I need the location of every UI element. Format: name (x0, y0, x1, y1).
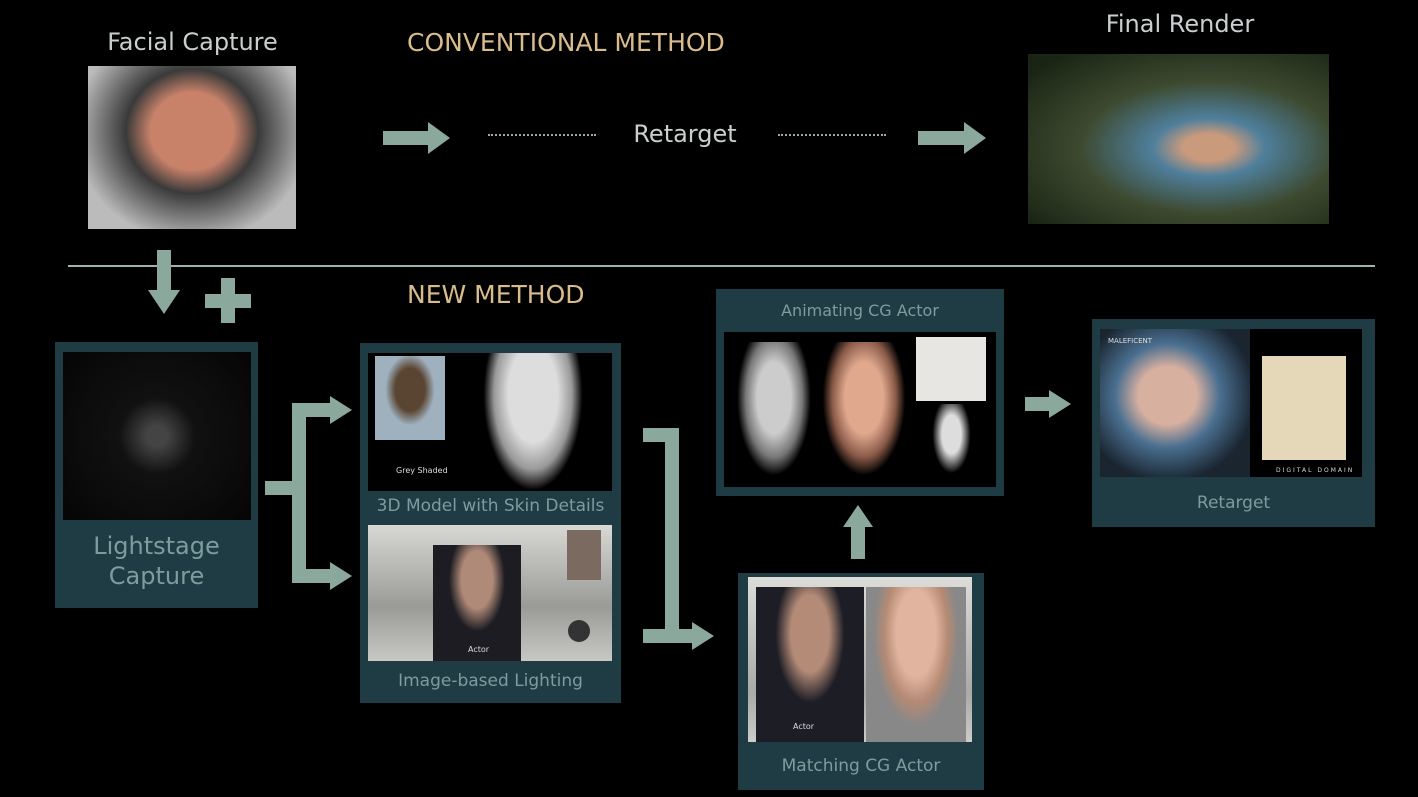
conventional-method-heading: CONVENTIONAL METHOD (407, 28, 725, 57)
arrow-head-icon (330, 562, 352, 590)
final-render-image (1028, 54, 1329, 224)
facial-capture-image (88, 66, 296, 229)
arrow-down-icon (157, 250, 171, 292)
dotted-line (778, 134, 886, 136)
dotted-line (488, 134, 596, 136)
bracket-bottom (292, 569, 332, 583)
matching-label: Matching CG Actor (781, 756, 941, 776)
ibl-label: Image-based Lighting (398, 671, 583, 691)
model-ibl-panel: Grey Shaded 3D Model with Skin Details A… (360, 343, 621, 703)
facial-capture-title: Facial Capture (107, 28, 278, 56)
arrow-up-icon (851, 525, 865, 559)
bracket-vertical (292, 403, 306, 583)
retarget-image: MALEFICENT DIGITAL DOMAIN (1100, 329, 1362, 477)
lightstage-panel: Lightstage Capture (55, 342, 258, 608)
chrome-sphere (568, 620, 590, 642)
arrow-head-icon (964, 122, 986, 154)
lightstage-label-line1: Lightstage (93, 532, 220, 560)
bracket-top (292, 403, 332, 417)
actor-label: Actor (468, 645, 490, 654)
face-marker-chart (1262, 356, 1346, 460)
grey-shaded-label: Grey Shaded (396, 466, 448, 475)
actor-label: Actor (793, 722, 815, 731)
animating-panel: Animating CG Actor (716, 289, 1004, 496)
arrow-head-icon (843, 505, 873, 527)
film-logo: MALEFICENT (1108, 337, 1153, 345)
face-chart (916, 337, 986, 401)
ibl-image: Actor (368, 525, 612, 661)
character-render (1100, 329, 1250, 477)
plus-icon-bar (205, 294, 251, 308)
arrow-right-icon (1025, 397, 1050, 411)
conventional-retarget-label: Retarget (633, 120, 737, 148)
actor-figure (433, 545, 521, 661)
animating-image (724, 332, 996, 487)
3d-model-label: 3D Model with Skin Details (376, 496, 605, 516)
animating-label: Animating CG Actor (781, 301, 939, 320)
final-render-title: Final Render (1105, 10, 1255, 38)
actor-inset (567, 530, 601, 580)
lightstage-label-line2: Capture (108, 562, 205, 590)
matching-panel: Actor Matching CG Actor (738, 573, 984, 790)
arrow-right-icon (383, 131, 428, 145)
grey-head (734, 342, 814, 482)
grey-head-render (483, 353, 583, 491)
actor-photo (756, 587, 864, 742)
lightstage-image (63, 352, 251, 520)
arrow-head-icon (148, 290, 180, 314)
matching-image: Actor (748, 577, 972, 742)
cg-actor-render (866, 587, 966, 742)
reference-photo-inset (375, 356, 445, 440)
studio-logo: DIGITAL DOMAIN (1276, 467, 1355, 474)
bracket-bottom (643, 629, 693, 643)
retarget-label: Retarget (1196, 493, 1271, 513)
3d-model-image: Grey Shaded (368, 353, 612, 491)
cg-head (819, 342, 909, 482)
arrow-right-icon (918, 131, 965, 145)
profile-head (929, 404, 974, 480)
retarget-panel: MALEFICENT DIGITAL DOMAIN Retarget (1092, 319, 1375, 527)
new-method-heading: NEW METHOD (407, 280, 585, 309)
bracket-connector (265, 481, 295, 495)
arrow-head-icon (692, 622, 714, 650)
section-divider (68, 265, 1375, 267)
arrow-head-icon (330, 396, 352, 424)
bracket-vertical (665, 428, 679, 643)
arrow-head-icon (1049, 390, 1071, 418)
arrow-head-icon (428, 122, 450, 154)
